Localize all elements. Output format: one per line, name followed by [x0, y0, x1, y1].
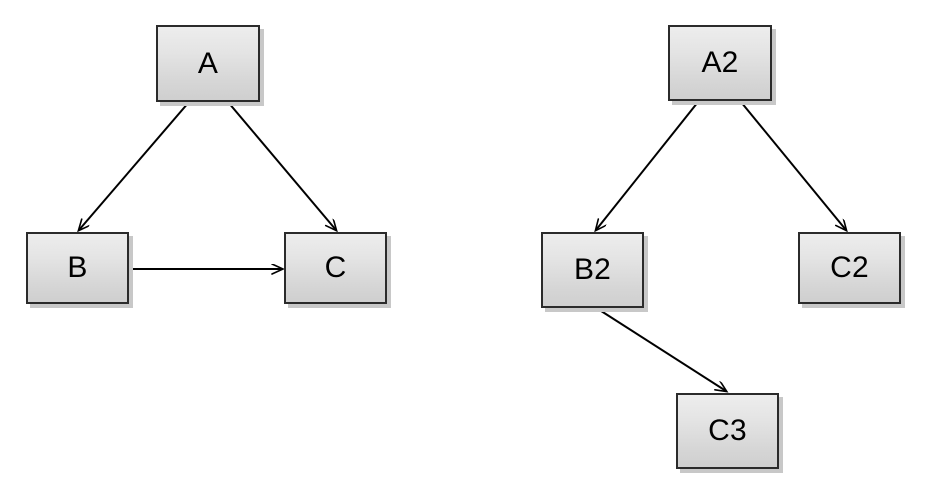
node-label: C	[324, 251, 347, 284]
edge-a-b[interactable]	[79, 101, 190, 230]
node-b2[interactable]: B2	[541, 232, 644, 308]
edges-group	[79, 101, 846, 391]
node-label: B	[67, 251, 88, 284]
node-label: A	[197, 46, 219, 80]
edge-a2-c2[interactable]	[740, 101, 846, 230]
edge-a2-b2[interactable]	[596, 101, 699, 230]
node-label: A2	[701, 46, 739, 79]
node-a[interactable]: A	[156, 25, 260, 102]
node-c3[interactable]: C3	[676, 393, 779, 469]
node-b[interactable]: B	[26, 232, 129, 304]
edge-b2-c3[interactable]	[597, 308, 726, 391]
node-label: C3	[708, 414, 747, 447]
node-a2[interactable]: A2	[668, 25, 772, 101]
node-c2[interactable]: C2	[798, 232, 901, 304]
node-label: B2	[573, 253, 612, 286]
edge-a-c[interactable]	[227, 101, 336, 230]
node-label: C2	[830, 251, 869, 284]
node-c[interactable]: C	[284, 232, 387, 304]
